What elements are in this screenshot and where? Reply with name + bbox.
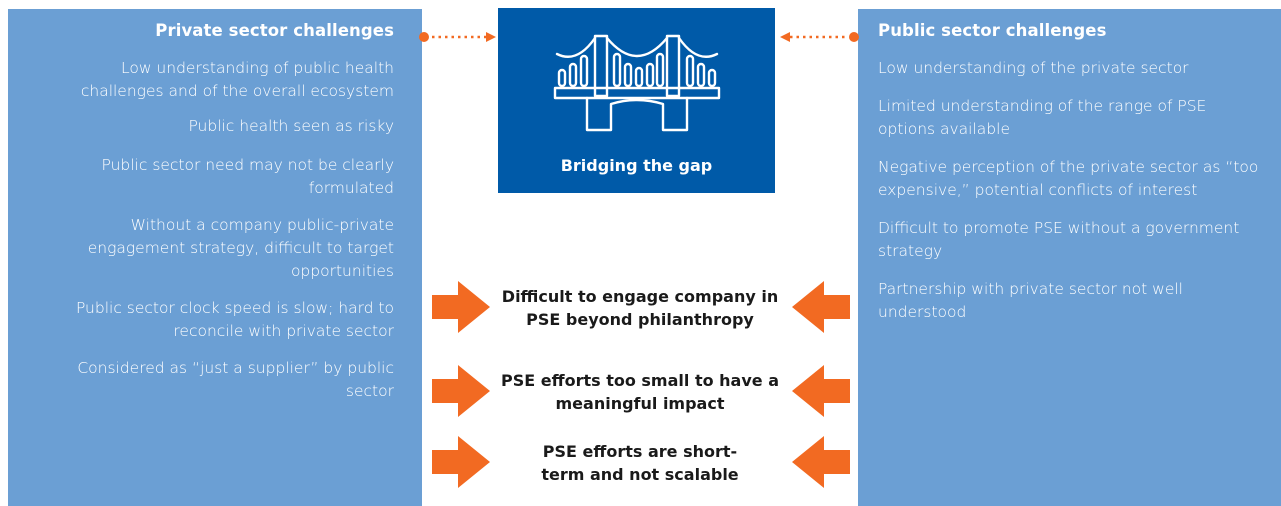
- private-challenge-item: Low understanding of public health chall…: [80, 59, 394, 100]
- private-challenge-item: Public health seen as risky: [188, 117, 394, 135]
- public-sector-title: Public sector challenges: [878, 21, 1107, 40]
- bridge-icon: [553, 34, 721, 132]
- right-arrow-icon: [432, 281, 490, 333]
- public-challenge-item: Limited understanding of the range of PS…: [878, 97, 1207, 138]
- gap-statement: Difficult to engage company in PSE beyon…: [501, 287, 779, 329]
- right-arrow-icon: [432, 436, 490, 488]
- bridging-the-gap-box: Bridging the gap: [498, 8, 775, 193]
- private-sector-panel: Private sector challenges Low understand…: [8, 9, 422, 506]
- private-sector-title: Private sector challenges: [155, 21, 394, 40]
- left-dotted-connector: [419, 32, 496, 42]
- private-challenge-item: Without a company public-private engagem…: [87, 216, 394, 280]
- private-challenge-item: Considered as “just a supplier” by publi…: [77, 359, 394, 400]
- public-challenge-item: Difficult to promote PSE without a gover…: [878, 219, 1240, 260]
- public-sector-panel: Public sector challenges Low understandi…: [858, 9, 1281, 506]
- private-challenge-item: Public sector clock speed is slow; hard …: [75, 299, 394, 340]
- public-challenge-item: Low understanding of the private sector: [878, 59, 1189, 77]
- left-arrow-icon: [792, 436, 850, 488]
- left-arrow-icon: [792, 365, 850, 417]
- gap-statement: PSE efforts too small to have a meaningf…: [501, 371, 779, 413]
- left-arrow-icon: [792, 281, 850, 333]
- gap-statement: PSE efforts are short-term and not scala…: [541, 442, 739, 484]
- public-challenge-item: Partnership with private sector not well…: [878, 280, 1183, 321]
- private-challenge-item: Public sector need may not be clearly fo…: [101, 156, 394, 197]
- right-arrow-icon: [432, 365, 490, 417]
- bridging-the-gap-label: Bridging the gap: [560, 156, 713, 175]
- right-dotted-connector: [780, 32, 859, 42]
- public-challenge-item: Negative perception of the private secto…: [878, 158, 1259, 199]
